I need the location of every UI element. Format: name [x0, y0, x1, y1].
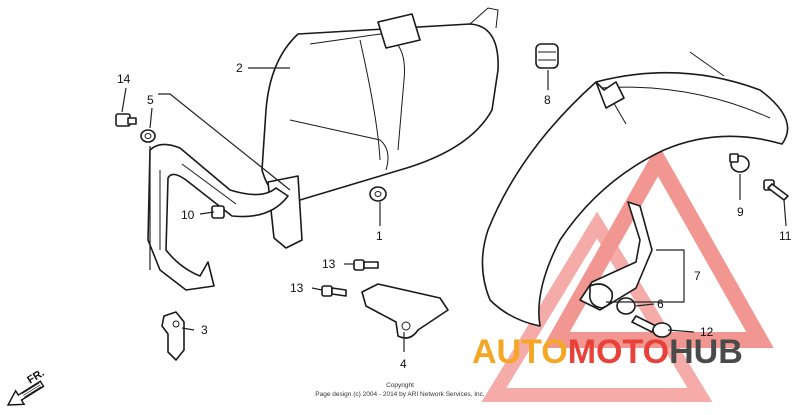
watermark-auto: AUTO	[472, 333, 568, 371]
bolt-13-upper	[353, 259, 379, 271]
callout-12: 12	[700, 325, 714, 339]
callout-3: 3	[201, 323, 208, 337]
arrow-icon	[6, 380, 45, 406]
callout-7: 7	[694, 269, 701, 283]
leader-lines	[121, 67, 787, 352]
bolt-11	[763, 179, 789, 201]
callout-6: 6	[657, 297, 664, 311]
callout-13-upper: 13	[322, 257, 336, 271]
front-direction-indicator: FR.	[6, 367, 47, 406]
bolt-14	[115, 113, 137, 127]
callout-11: 11	[779, 229, 792, 243]
watermark-hub: HUB	[669, 333, 743, 371]
svg-text:AUTOMOTOHUB: AUTOMOTOHUB	[472, 333, 743, 371]
bolt-12	[631, 315, 672, 338]
copyright-line2: Page design (c) 2004 - 2014 by ARI Netwo…	[315, 391, 485, 398]
callout-10: 10	[181, 208, 195, 222]
watermark-moto: MOTO	[568, 333, 669, 371]
bolt-13-lower	[321, 285, 347, 297]
copyright-notice: Copyright Page design (c) 2004 - 2014 by…	[315, 382, 485, 398]
collar-5	[140, 129, 156, 143]
bracket-4	[361, 283, 449, 339]
callout-4: 4	[400, 357, 407, 371]
watermark-triangles	[481, 143, 774, 402]
rear-fender	[481, 51, 789, 327]
callout-2: 2	[236, 61, 243, 75]
bracket-3	[161, 311, 185, 361]
grommet-9	[729, 153, 750, 173]
washer-1	[369, 186, 387, 202]
callout-13-lower: 13	[290, 281, 304, 295]
callout-14: 14	[117, 72, 131, 86]
watermark-logo: AUTOMOTOHUB	[472, 333, 743, 371]
callout-8: 8	[544, 93, 551, 107]
hardware	[115, 43, 789, 338]
callout-1: 1	[376, 229, 383, 243]
callout-5: 5	[147, 93, 154, 107]
callouts: 2 14 5 10 1 8 9 11 13 13 3 4 7 6 12	[117, 61, 792, 371]
collar-6	[616, 297, 636, 315]
grommet-8	[535, 43, 559, 69]
direction-label: FR.	[25, 367, 46, 387]
intake-tube	[147, 143, 289, 291]
callout-9: 9	[737, 205, 744, 219]
air-cleaner-case	[261, 7, 499, 249]
copyright-line1: Copyright	[386, 382, 414, 389]
